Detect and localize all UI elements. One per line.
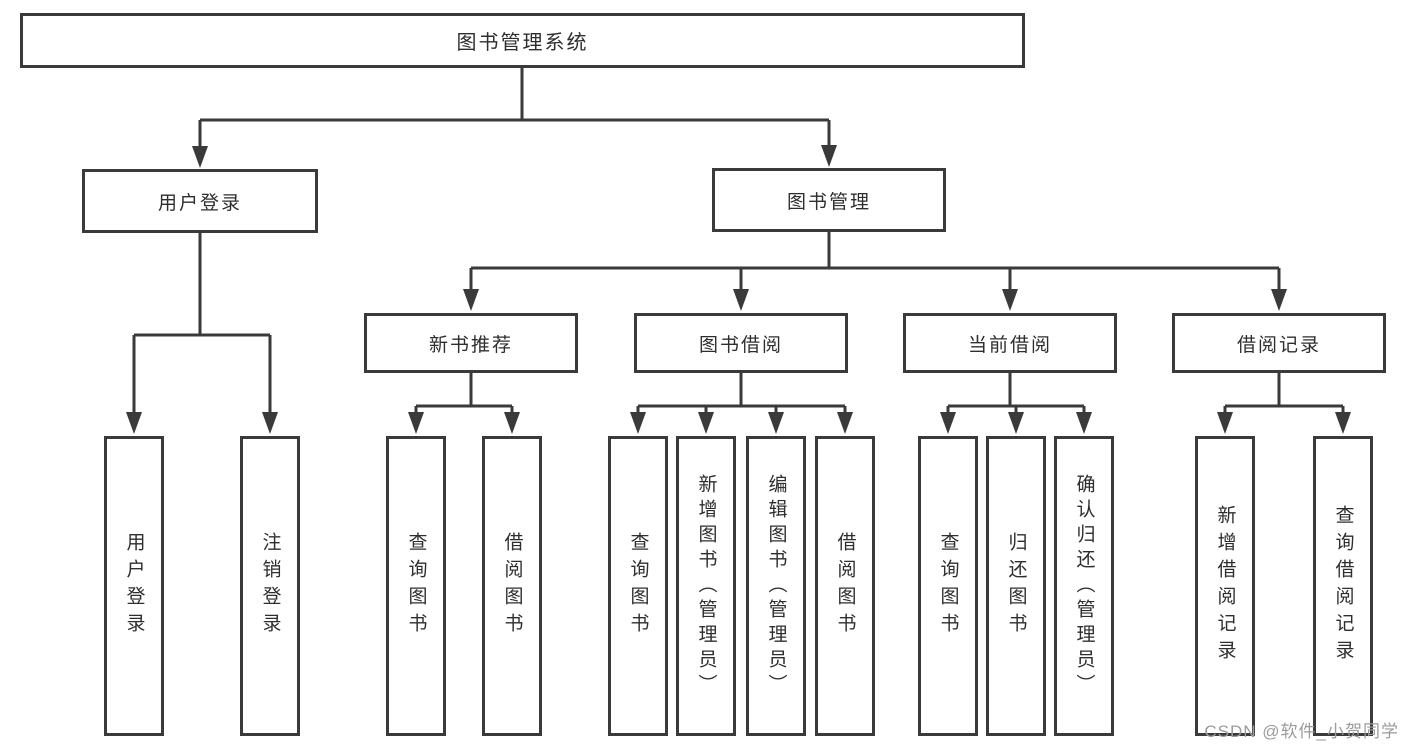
leaf-edit-book-admin: 编辑图书（管理员） [746,436,806,736]
leaf-add-borrow-record: 新增借阅记录 [1195,436,1255,736]
node-current-borrowing: 当前借阅 [903,313,1117,373]
leaf-borrow-books: 借阅图书 [815,436,875,736]
leaf-add-book-admin: 新增图书（管理员） [676,436,736,736]
node-borrowing-records: 借阅记录 [1172,313,1386,373]
node-book-management: 图书管理 [712,168,946,232]
leaf-query-books-current: 查询图书 [918,436,978,736]
leaf-logout: 注销登录 [240,436,300,736]
leaf-query-borrow-record: 查询借阅记录 [1313,436,1373,736]
node-new-book-recommendation: 新书推荐 [364,313,578,373]
csdn-watermark: CSDN @软件_小贺同学 [1204,722,1399,741]
leaf-query-books-recommend: 查询图书 [386,436,446,736]
node-user-login: 用户登录 [82,169,318,233]
leaf-confirm-return-admin: 确认归还（管理员） [1054,436,1114,736]
leaf-query-books-borrow: 查询图书 [608,436,668,736]
node-library-management-system: 图书管理系统 [20,13,1025,68]
leaf-user-login: 用户登录 [104,436,164,736]
leaf-borrow-books-recommend: 借阅图书 [482,436,542,736]
leaf-return-book: 归还图书 [986,436,1046,736]
node-book-borrowing: 图书借阅 [634,313,848,373]
